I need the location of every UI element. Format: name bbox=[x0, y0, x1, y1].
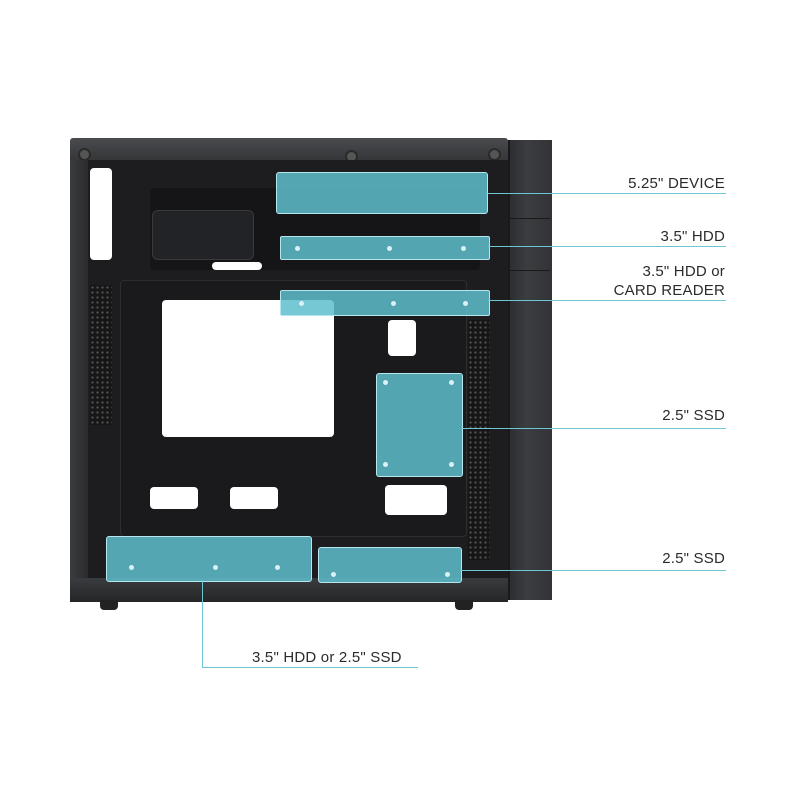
highlight-floor-cage bbox=[106, 536, 312, 582]
label-35-card-reader-line1: 3.5" HDD or bbox=[642, 263, 725, 280]
highlight-ssd-tray bbox=[376, 373, 463, 477]
highlight-35-card-reader bbox=[280, 290, 490, 316]
case-rear-frame bbox=[70, 160, 88, 600]
callout-line-525 bbox=[486, 193, 726, 194]
callout-line-ssd-floor bbox=[460, 570, 726, 571]
case-foot bbox=[100, 600, 118, 610]
rear-io-opening bbox=[90, 168, 112, 260]
cable-cutout bbox=[150, 487, 198, 509]
label-ssd-tray: 2.5" SSD bbox=[662, 407, 725, 424]
highlight-525-device bbox=[276, 172, 488, 214]
front-bay-divider bbox=[510, 270, 550, 271]
psu-cutout bbox=[212, 262, 262, 270]
label-525-device: 5.25" DEVICE bbox=[628, 175, 725, 192]
cable-cutout bbox=[385, 485, 447, 515]
front-panel bbox=[508, 140, 552, 600]
cable-cutout bbox=[230, 487, 278, 509]
label-ssd-floor: 2.5" SSD bbox=[662, 550, 725, 567]
callout-line-floor-vertical bbox=[202, 580, 203, 668]
callout-line-35-card bbox=[488, 300, 726, 301]
psu-vent-plate bbox=[152, 210, 254, 260]
label-35-hdd: 3.5" HDD bbox=[660, 228, 725, 245]
callout-line-35-hdd bbox=[488, 246, 726, 247]
label-floor-cage: 3.5" HDD or 2.5" SSD bbox=[252, 649, 402, 666]
front-mesh-vent bbox=[468, 320, 490, 560]
cable-cutout bbox=[388, 320, 416, 356]
highlight-35-hdd bbox=[280, 236, 490, 260]
callout-line-floor-horizontal bbox=[202, 667, 418, 668]
callout-line-ssd-tray bbox=[461, 428, 726, 429]
cpu-cutout bbox=[162, 300, 334, 437]
highlight-floor-ssd bbox=[318, 547, 462, 583]
front-bay-divider bbox=[510, 218, 550, 219]
case-foot bbox=[455, 600, 473, 610]
label-35-card-reader-line2: CARD READER bbox=[613, 282, 725, 299]
rear-mesh-vent bbox=[90, 285, 112, 425]
